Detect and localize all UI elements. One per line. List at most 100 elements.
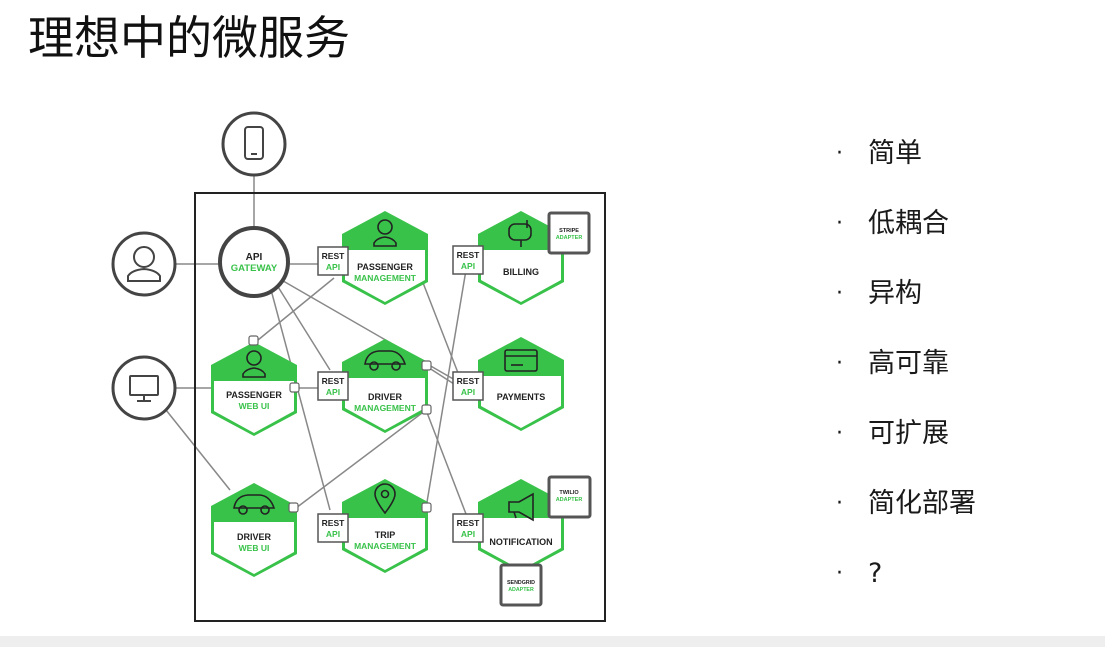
system-boundary bbox=[194, 192, 606, 622]
billing-label: BILLING bbox=[503, 267, 539, 277]
credit-card-icon bbox=[504, 349, 538, 372]
feature-text: 异构 bbox=[868, 278, 922, 309]
api-label: API bbox=[326, 387, 340, 397]
sendgrid-adapter-label-1: SENDGRID bbox=[507, 580, 535, 586]
connector bbox=[421, 502, 432, 513]
feature-item: ·? bbox=[836, 552, 976, 622]
stripe-adapter-label-1: STRIPE bbox=[559, 228, 579, 234]
person-icon bbox=[373, 219, 397, 247]
feature-item: · 高可靠 bbox=[836, 342, 976, 412]
payments-label: PAYMENTS bbox=[497, 392, 546, 402]
rest-label: REST bbox=[322, 251, 345, 261]
api-gateway-label-2: GATEWAY bbox=[231, 263, 278, 274]
sendgrid-adapter: SENDGRID ADAPTER bbox=[499, 563, 543, 607]
user-client bbox=[111, 231, 177, 297]
connector bbox=[289, 382, 300, 393]
feature-text: 简化部署 bbox=[868, 488, 976, 519]
mobile-phone-icon bbox=[244, 126, 264, 160]
bullet-marker: · bbox=[836, 281, 843, 306]
twilio-adapter-label-2: ADAPTER bbox=[556, 497, 583, 503]
api-label: API bbox=[326, 262, 340, 272]
rest-api-payments: REST API bbox=[452, 371, 484, 401]
rest-label: REST bbox=[322, 376, 345, 386]
api-label: API bbox=[461, 529, 475, 539]
feature-item: · 简化部署 bbox=[836, 482, 976, 552]
api-gateway-label-1: API bbox=[246, 252, 263, 263]
connection-lines bbox=[161, 161, 467, 515]
connector bbox=[288, 502, 299, 513]
payments-service: PAYMENTS bbox=[478, 337, 564, 431]
bullet-marker: · bbox=[836, 561, 843, 586]
rest-label: REST bbox=[457, 250, 480, 260]
passenger-management-label-1: PASSENGER bbox=[357, 262, 413, 272]
rest-api-trip: REST API bbox=[317, 513, 349, 543]
line-webui-rest-passenger bbox=[257, 277, 335, 341]
connector bbox=[248, 335, 259, 346]
bullet-marker: · bbox=[836, 421, 843, 446]
passenger-management-service: PASSENGER MANAGEMENT bbox=[342, 211, 428, 305]
line-trip-rest-billing bbox=[425, 269, 467, 509]
twilio-adapter-label-1: TWILIO bbox=[559, 490, 579, 496]
feature-text: 高可靠 bbox=[868, 348, 949, 379]
api-label: API bbox=[461, 261, 475, 271]
rest-api-passenger: REST API bbox=[317, 246, 349, 276]
rest-api-billing: REST API bbox=[452, 245, 484, 275]
driver-web-ui-label-2: WEB UI bbox=[239, 543, 270, 553]
driver-web-ui-service: DRIVER WEB UI bbox=[211, 483, 297, 577]
feature-text: 简单 bbox=[868, 138, 922, 169]
feature-text: 可扩展 bbox=[868, 418, 949, 449]
line-gateway-rest-trip bbox=[269, 285, 331, 511]
sendgrid-adapter-label-2: ADAPTER bbox=[508, 587, 534, 593]
rest-label: REST bbox=[457, 376, 480, 386]
billing-service: BILLING bbox=[478, 211, 564, 305]
feature-item: · 简单 bbox=[836, 132, 976, 202]
bullet-marker: · bbox=[836, 211, 843, 236]
line-passenger-rest-payments bbox=[419, 274, 461, 379]
line-driverui-driver-mgmt bbox=[295, 409, 427, 509]
bullet-marker: · bbox=[836, 491, 843, 516]
bullet-marker: · bbox=[836, 141, 843, 166]
trip-management-service: TRIP MANAGEMENT bbox=[342, 479, 428, 573]
desktop-monitor-icon bbox=[129, 375, 159, 402]
mobile-client bbox=[221, 111, 287, 177]
rest-api-driver: REST API bbox=[317, 371, 349, 401]
notification-service: NOTIFICATION bbox=[478, 479, 564, 573]
driver-management-label-2: MANAGEMENT bbox=[354, 403, 417, 413]
megaphone-icon bbox=[508, 492, 534, 522]
feature-item: · 异构 bbox=[836, 272, 976, 342]
connector bbox=[421, 360, 432, 371]
passenger-management-label-2: MANAGEMENT bbox=[354, 273, 417, 283]
feature-item: · 可扩展 bbox=[836, 412, 976, 482]
person-icon bbox=[242, 350, 266, 378]
feature-list: · 简单 · 低耦合 · 异构 · 高可靠 · 可扩展 · 简化部署 ·? bbox=[836, 132, 976, 622]
feature-text: 低耦合 bbox=[868, 208, 949, 239]
stripe-adapter: STRIPE ADAPTER bbox=[547, 211, 591, 255]
user-icon bbox=[127, 246, 161, 282]
trip-management-label-2: MANAGEMENT bbox=[354, 541, 417, 551]
feature-text: ? bbox=[868, 558, 883, 589]
twilio-adapter: TWILIO ADAPTER bbox=[547, 475, 592, 519]
feature-item: · 低耦合 bbox=[836, 202, 976, 272]
passenger-web-ui-label-1: PASSENGER bbox=[226, 390, 282, 400]
passenger-web-ui-service: PASSENGER WEB UI bbox=[211, 342, 297, 436]
driver-management-label-1: DRIVER bbox=[368, 392, 403, 402]
footer-bar bbox=[0, 636, 1105, 647]
driver-web-ui-label-1: DRIVER bbox=[237, 532, 272, 542]
api-label: API bbox=[326, 529, 340, 539]
car-icon bbox=[364, 350, 407, 371]
rest-label: REST bbox=[457, 518, 480, 528]
rest-label: REST bbox=[322, 518, 345, 528]
passenger-web-ui-label-2: WEB UI bbox=[239, 401, 270, 411]
stripe-adapter-label-2: ADAPTER bbox=[556, 235, 583, 241]
line-gateway-rest-driver bbox=[274, 281, 331, 371]
rest-api-notification: REST API bbox=[452, 513, 484, 543]
connector bbox=[421, 404, 432, 415]
car-icon bbox=[233, 494, 276, 515]
driver-management-service: DRIVER MANAGEMENT bbox=[342, 339, 428, 433]
bullet-marker: · bbox=[836, 351, 843, 376]
desktop-client bbox=[111, 355, 177, 421]
line-driver-rest-notification bbox=[425, 409, 467, 515]
mailbox-icon bbox=[508, 220, 532, 247]
connectors bbox=[248, 335, 432, 513]
